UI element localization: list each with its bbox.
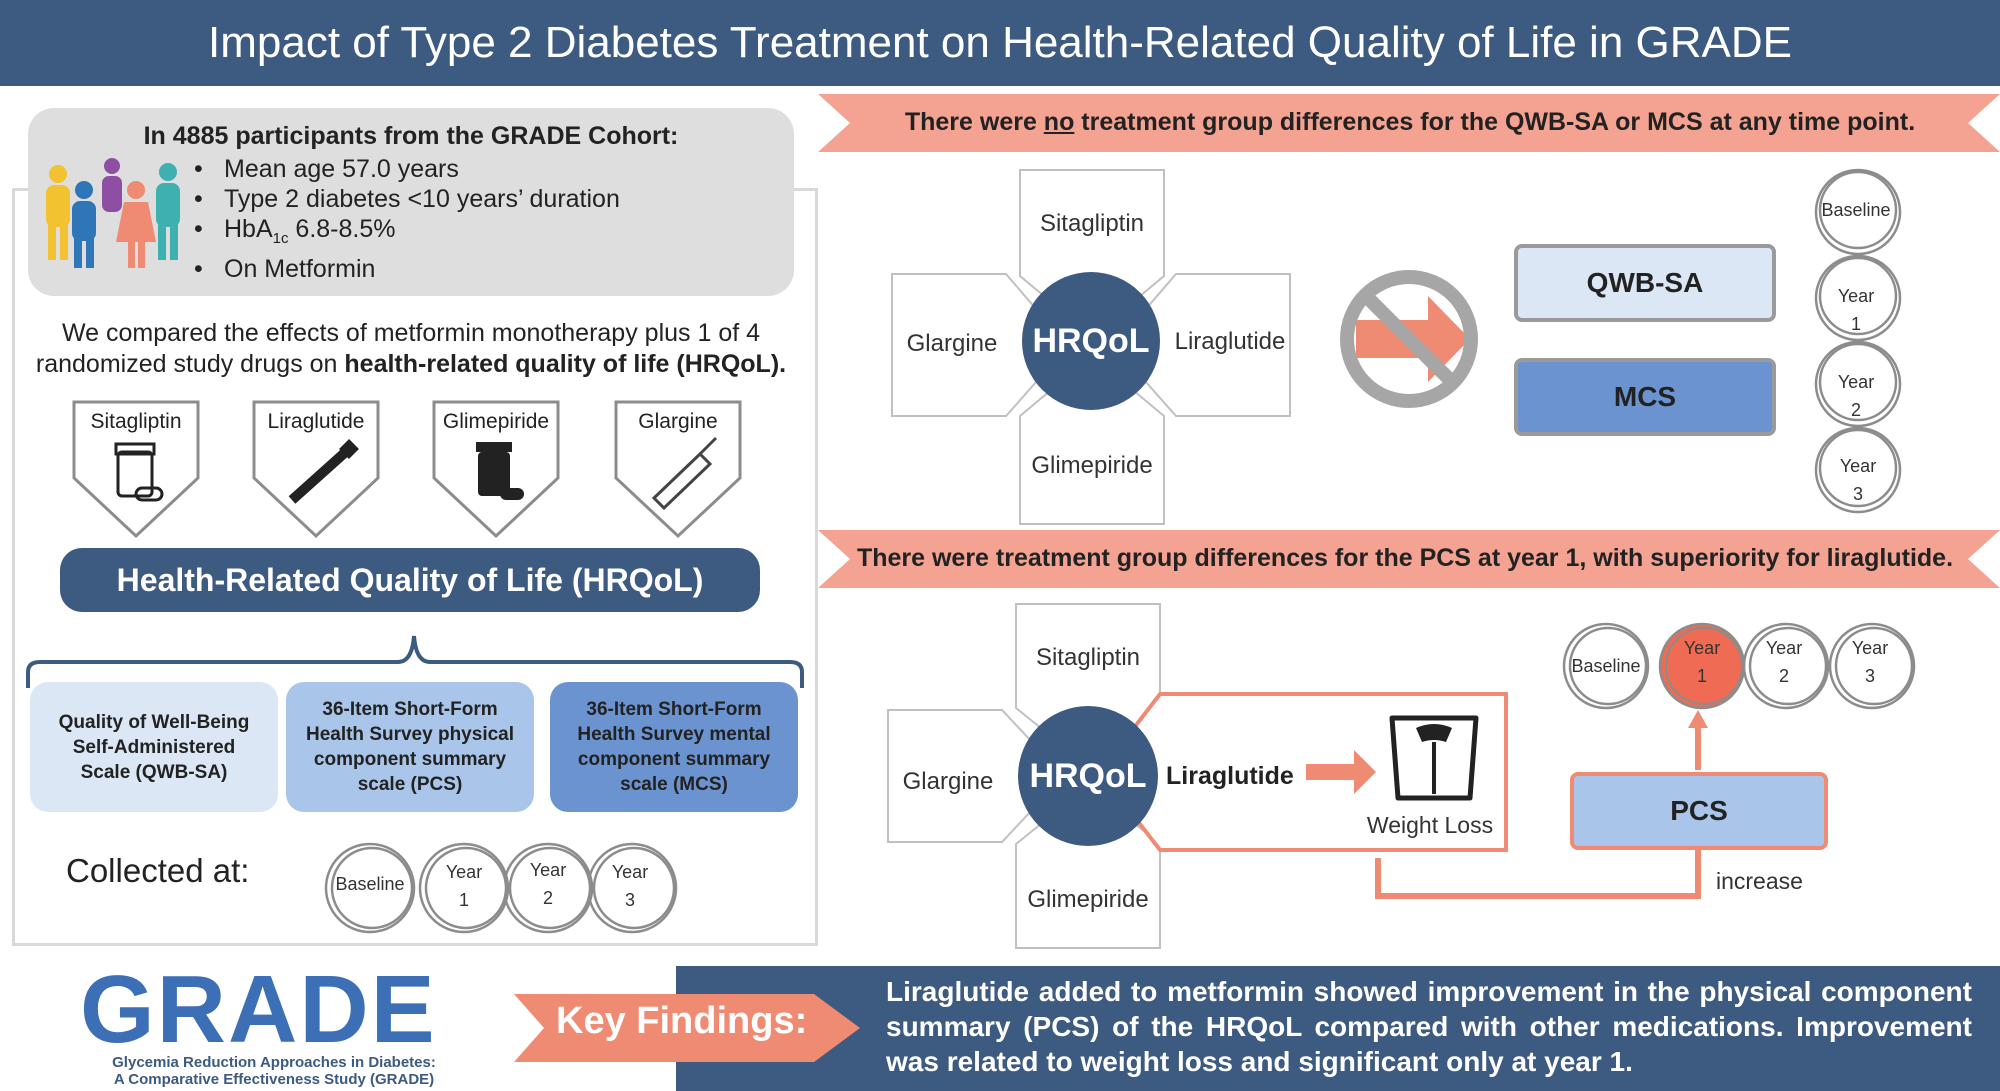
tp-year: Year: [1839, 456, 1877, 476]
scale-mcs: 36-Item Short-Form Health Survey mental …: [550, 682, 798, 812]
drug-liraglutide: Liraglutide: [1174, 328, 1286, 355]
banner-1: There were no treatment group difference…: [904, 108, 1916, 136]
drug-label: Liraglutide: [267, 410, 365, 433]
key-findings-text: Liraglutide added to metformin showed im…: [886, 976, 1972, 1077]
tp-year: Year: [1837, 286, 1875, 306]
pill-bottle-filled-icon: [476, 442, 524, 500]
tp-year-num: 3: [1864, 666, 1875, 686]
prohibited-icon: [1340, 270, 1478, 408]
insulin-pen-icon: [651, 436, 718, 511]
tp-baseline: Baseline: [1571, 656, 1641, 676]
list-item: On Metformin: [194, 254, 620, 284]
pcs-box: PCS: [1570, 772, 1828, 850]
cohort-list: Mean age 57.0 years Type 2 diabetes <10 …: [194, 154, 620, 284]
tp-year: Year: [1851, 638, 1889, 658]
tp-year: Year: [529, 860, 567, 880]
timeline-horizontal: [1562, 622, 1916, 710]
tp-year-num: 3: [1852, 484, 1863, 504]
drug-badges: [72, 400, 742, 539]
key-findings-bar: [676, 966, 2000, 1091]
cohort-box: In 4885 participants from the GRADE Coho…: [28, 108, 794, 296]
list-item: Mean age 57.0 years: [194, 154, 620, 184]
banner-2-shape: [818, 530, 2000, 588]
timeline-left: [324, 842, 678, 934]
tp-year: Year: [1683, 638, 1721, 658]
tp-baseline: Baseline: [1821, 200, 1891, 220]
list-item: HbA1c 6.8-8.5%: [194, 214, 620, 254]
tp-year-num: 2: [1850, 400, 1861, 420]
banner-2: There were treatment group differences f…: [856, 544, 1954, 572]
scale-qwb-sa: Quality of Well-Being Self-Administered …: [30, 682, 278, 812]
drug-sitagliptin: Sitagliptin: [1035, 644, 1141, 671]
grade-subtitle: Glycemia Reduction Approaches in Diabete…: [112, 1054, 436, 1088]
drug-label: Glargine: [638, 410, 718, 433]
weight-loss-label: Weight Loss: [1366, 812, 1494, 838]
cohort-heading: In 4885 participants from the GRADE Coho…: [143, 122, 679, 150]
tp-year-num: 3: [624, 890, 635, 910]
drug-glargine: Glargine: [906, 330, 998, 357]
brace: [26, 635, 804, 688]
drug-glargine: Glargine: [902, 768, 994, 795]
compare-text: We compared the effects of metformin mon…: [35, 319, 787, 378]
increase-label: increase: [1716, 868, 1803, 894]
hrqol-circle-top: HRQoL: [1022, 272, 1160, 410]
pill-bottle-icon: [114, 442, 164, 502]
drug-label: Glimepiride: [442, 410, 550, 433]
hrqol-circle-bottom: HRQoL: [1018, 706, 1158, 846]
weighing-scale-icon: [1389, 715, 1479, 801]
tp-year-num: 2: [1778, 666, 1789, 686]
drug-label: Sitagliptin: [90, 410, 182, 433]
tp-year-num: 2: [542, 888, 553, 908]
tp-year: Year: [445, 862, 483, 882]
drug-glimepiride: Glimepiride: [1031, 452, 1153, 479]
drug-sitagliptin: Sitagliptin: [1039, 210, 1145, 237]
scale-pcs: 36-Item Short-Form Health Survey physica…: [286, 682, 534, 812]
timeline-vertical: [1814, 168, 1902, 514]
tp-year: Year: [1837, 372, 1875, 392]
qwb-sa-box: QWB-SA: [1514, 244, 1776, 322]
title-bar: Impact of Type 2 Diabetes Treatment on H…: [0, 0, 2000, 86]
hrqol-title: Health-Related Quality of Life (HRQoL): [60, 548, 760, 612]
tp-year-num: 1: [458, 890, 469, 910]
grade-logo: GRADE: [80, 956, 437, 1063]
list-item: Type 2 diabetes <10 years’ duration: [194, 184, 620, 214]
tp-year-num: 1: [1696, 666, 1707, 686]
tp-baseline: Baseline: [335, 874, 405, 894]
pen-injector-icon: [288, 439, 359, 504]
key-findings-label: Key Findings:: [556, 1000, 808, 1042]
drug-glimepiride: Glimepiride: [1027, 886, 1149, 913]
connector-arrows: [1375, 710, 1708, 899]
people-icon: [46, 158, 180, 268]
page-title: Impact of Type 2 Diabetes Treatment on H…: [208, 18, 1792, 67]
mcs-box: MCS: [1514, 358, 1776, 436]
tp-year-num: 1: [1850, 314, 1861, 334]
tp-year: Year: [611, 862, 649, 882]
collected-label: Collected at:: [66, 852, 250, 889]
banner-1-shape: [818, 94, 2000, 152]
key-findings-arrow: [514, 994, 860, 1062]
tp-year: Year: [1765, 638, 1803, 658]
drug-liraglutide-bold: Liraglutide: [1166, 762, 1294, 790]
